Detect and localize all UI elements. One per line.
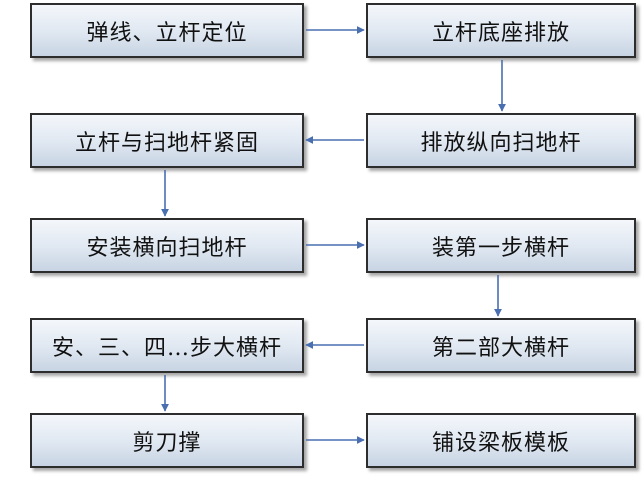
step-box-second-big-crossbar: 第二部大横杆 bbox=[366, 318, 636, 373]
step-box-pole-base-placement: 立杆底座排放 bbox=[366, 3, 636, 58]
step-label: 第二部大横杆 bbox=[431, 335, 570, 361]
step-box-pole-fastening: 立杆与扫地杆紧固 bbox=[30, 113, 304, 168]
step-box-transverse-sweep-pole: 安装横向扫地杆 bbox=[30, 218, 304, 273]
step-label: 排放纵向扫地杆 bbox=[420, 130, 582, 156]
step-box-scissor-bracing: 剪刀撑 bbox=[30, 413, 304, 468]
step-label: 装第一步横杆 bbox=[431, 235, 570, 261]
step-box-beam-slab-formwork: 铺设梁板模板 bbox=[366, 413, 636, 468]
step-box-first-step-crossbar: 装第一步横杆 bbox=[366, 218, 636, 273]
step-label: 安装横向扫地杆 bbox=[86, 235, 248, 261]
step-label: 弹线、立杆定位 bbox=[86, 20, 248, 46]
step-label: 立杆底座排放 bbox=[431, 20, 570, 46]
step-label: 立杆与扫地杆紧固 bbox=[74, 130, 259, 156]
step-label: 安、三、四…步大横杆 bbox=[51, 335, 282, 361]
step-label: 铺设梁板模板 bbox=[431, 430, 570, 456]
step-box-line-marking-pole-positioning: 弹线、立杆定位 bbox=[30, 3, 304, 58]
step-box-further-big-crossbars: 安、三、四…步大横杆 bbox=[30, 318, 304, 373]
step-label: 剪刀撑 bbox=[132, 430, 202, 456]
step-box-longitudinal-sweep-pole: 排放纵向扫地杆 bbox=[366, 113, 636, 168]
